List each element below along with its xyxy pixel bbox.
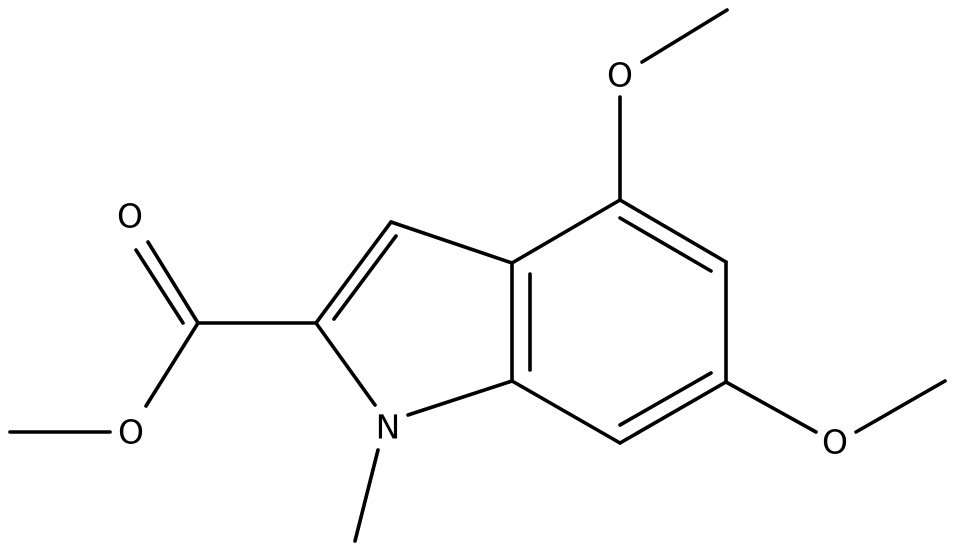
bond-c2-c3-inner <box>332 234 398 321</box>
bond-carbonyl-double-outer <box>146 240 200 325</box>
bond-o-methoxy-4-methyl <box>640 8 729 64</box>
bond-c7-c7a <box>510 379 622 445</box>
bond-c4-c5-inner <box>618 216 713 273</box>
bond-c3-c3a <box>389 220 514 265</box>
bonds <box>8 8 947 543</box>
bond-n1-c7a <box>406 379 514 417</box>
bond-c3a-c4 <box>510 198 622 265</box>
atom-o-methoxy-6: O <box>822 423 848 462</box>
bond-carbonyl-double-inner <box>134 248 185 325</box>
bond-c2-n1 <box>314 321 377 407</box>
bond-c6-c7-inner <box>618 371 713 427</box>
bond-n-methyl <box>353 448 380 543</box>
bond-c2-c3-outer <box>314 220 393 325</box>
bond-c4-c5-outer <box>618 198 728 264</box>
bond-c6-c7-outer <box>618 380 728 445</box>
bond-o-ester-carbonyl-carbon <box>144 321 200 408</box>
atom-o-carbonyl: O <box>117 197 143 236</box>
bond-o-methoxy-6-methyl <box>854 379 947 434</box>
atom-o-methoxy-4: O <box>607 56 633 95</box>
atom-n-ring: N <box>376 408 401 447</box>
atom-o-ester: O <box>118 413 144 452</box>
bond-c6-o-methoxy <box>724 380 818 434</box>
atom-labels: O O N O O <box>117 56 848 462</box>
